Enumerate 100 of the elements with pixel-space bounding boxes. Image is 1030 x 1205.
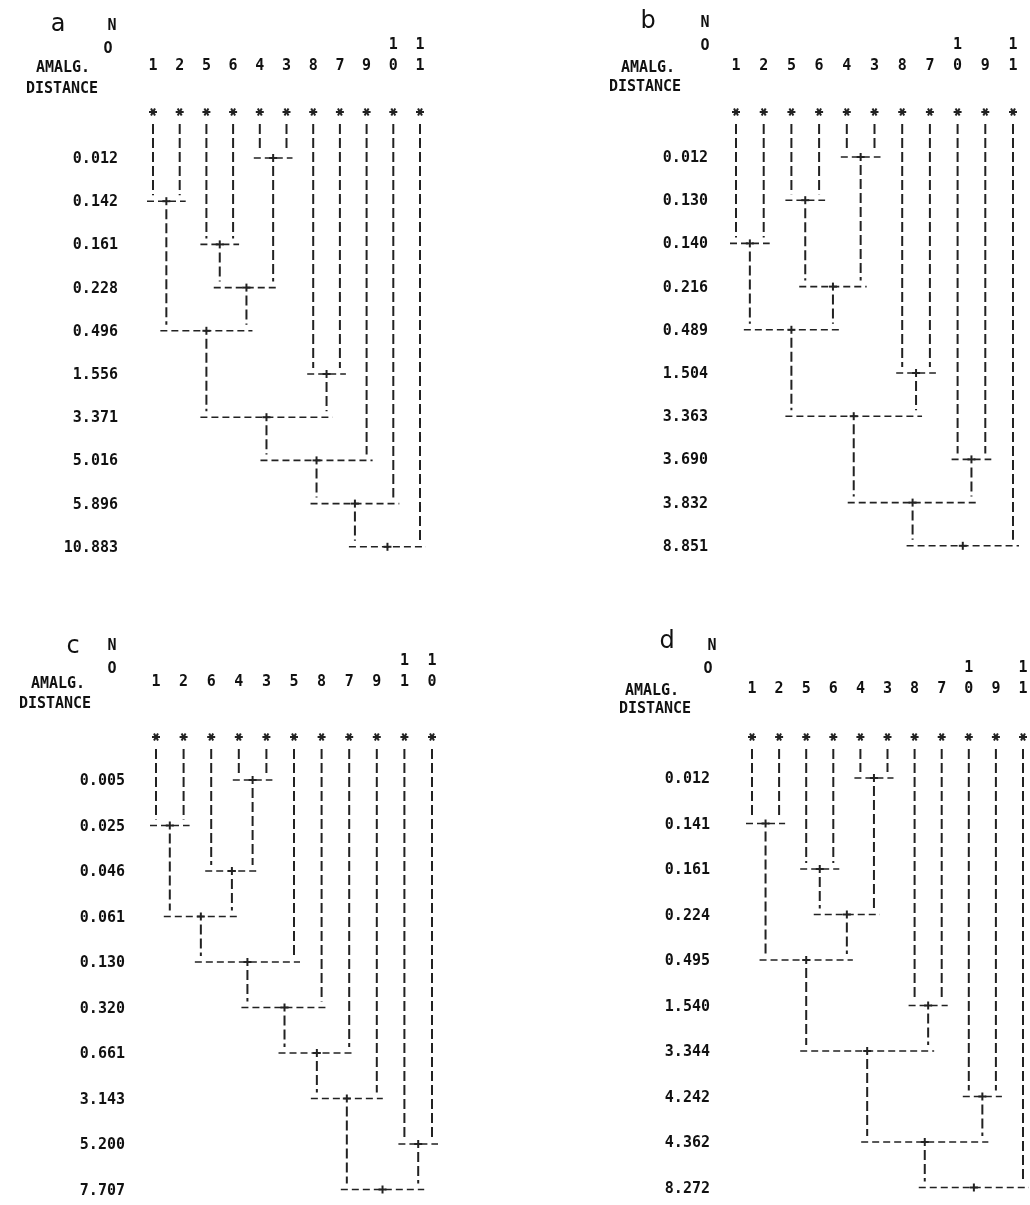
distance-value: 0.496 bbox=[72, 323, 118, 339]
distance-value: 8.272 bbox=[664, 1180, 710, 1195]
distance-value: 0.046 bbox=[79, 863, 125, 879]
distance-value: 4.242 bbox=[664, 1089, 710, 1104]
leaf-number: 11 bbox=[1017, 657, 1029, 699]
column-header: O bbox=[107, 660, 117, 676]
leaf-number: 3 bbox=[260, 671, 272, 692]
axis-title: DISTANCE bbox=[25, 80, 99, 96]
distance-value: 5.200 bbox=[79, 1136, 125, 1152]
distance-value: 0.228 bbox=[72, 280, 118, 296]
leaf-number: 4 bbox=[854, 678, 866, 699]
leaf-number: 6 bbox=[827, 678, 839, 699]
leaf-number: 9 bbox=[361, 55, 373, 76]
leaf-number: 3 bbox=[281, 55, 292, 76]
distance-value: 0.025 bbox=[79, 818, 125, 833]
distance-value: 0.061 bbox=[79, 909, 125, 924]
axis-title: DISTANCE bbox=[608, 78, 682, 94]
column-header: N bbox=[700, 14, 710, 30]
distance-value: 3.143 bbox=[79, 1091, 125, 1106]
leaf-number: 5 bbox=[288, 671, 300, 692]
leaf-number: 10 bbox=[426, 650, 438, 692]
distance-value: 0.012 bbox=[664, 770, 710, 786]
distance-value: 3.371 bbox=[72, 409, 118, 425]
distance-value: 0.161 bbox=[72, 236, 118, 252]
distance-value: 0.140 bbox=[662, 235, 708, 251]
column-header: N bbox=[707, 637, 717, 653]
leaf-number: 9 bbox=[990, 678, 1002, 699]
leaf-number: 1 bbox=[746, 678, 758, 699]
leaf-number: 2 bbox=[758, 55, 770, 76]
leaf-number: 5 bbox=[800, 678, 812, 699]
leaf-number: 4 bbox=[233, 671, 245, 692]
leaf-number: 1 bbox=[150, 671, 162, 692]
distance-value: 5.896 bbox=[72, 496, 118, 512]
leaf-number: 10 bbox=[963, 657, 975, 699]
distance-value: 0.495 bbox=[664, 952, 710, 968]
distance-value: 8.851 bbox=[662, 538, 708, 554]
distance-value: 1.540 bbox=[664, 998, 710, 1013]
column-header: N bbox=[107, 17, 117, 33]
distance-value: 0.661 bbox=[79, 1045, 125, 1061]
column-header: N bbox=[107, 637, 117, 653]
leaf-number: 8 bbox=[896, 55, 908, 76]
distance-value: 10.883 bbox=[63, 539, 118, 555]
leaf-number: 1 bbox=[147, 55, 159, 76]
distance-value: 0.224 bbox=[664, 907, 710, 922]
distance-value: 5.016 bbox=[72, 452, 118, 468]
axis-title: DISTANCE bbox=[18, 695, 92, 711]
leaf-number: 4 bbox=[841, 55, 853, 76]
distance-value: 3.690 bbox=[662, 451, 708, 467]
leaf-number: 6 bbox=[227, 55, 239, 76]
leaf-number: 8 bbox=[316, 671, 328, 692]
panel-label: c bbox=[66, 633, 80, 657]
leaf-number: 8 bbox=[307, 55, 319, 76]
leaf-number: 7 bbox=[936, 678, 948, 699]
column-header: O bbox=[700, 37, 710, 53]
column-header: O bbox=[103, 40, 113, 56]
axis-title: AMALG. bbox=[620, 59, 676, 75]
leaf-number: 2 bbox=[773, 678, 785, 699]
leaf-number: 5 bbox=[785, 55, 797, 76]
panel-label: a bbox=[50, 11, 66, 35]
axis-title: AMALG. bbox=[624, 682, 680, 698]
leaf-number: 5 bbox=[200, 55, 212, 76]
leaf-number: 9 bbox=[371, 671, 383, 692]
distance-value: 3.344 bbox=[664, 1043, 710, 1059]
distance-value: 0.012 bbox=[662, 149, 708, 165]
axis-title: AMALG. bbox=[35, 59, 91, 75]
leaf-number: 4 bbox=[254, 55, 266, 76]
leaf-number: 7 bbox=[343, 671, 355, 692]
distance-value: 0.012 bbox=[72, 150, 118, 166]
distance-value: 1.556 bbox=[72, 366, 118, 382]
leaf-number: 2 bbox=[178, 671, 190, 692]
leaf-number: 8 bbox=[909, 678, 921, 699]
axis-title: AMALG. bbox=[30, 675, 86, 691]
leaf-number: 2 bbox=[174, 55, 186, 76]
column-header: O bbox=[703, 660, 713, 676]
distance-value: 3.832 bbox=[662, 495, 708, 511]
leaf-number: 3 bbox=[869, 55, 880, 76]
distance-value: 4.362 bbox=[664, 1134, 710, 1150]
distance-value: 1.504 bbox=[662, 365, 708, 381]
leaf-number: 10 bbox=[387, 34, 399, 76]
leaf-number: 6 bbox=[813, 55, 825, 76]
leaf-number: 11 bbox=[398, 650, 410, 692]
distance-value: 7.707 bbox=[79, 1182, 125, 1197]
leaf-number: 6 bbox=[205, 671, 217, 692]
panel-label: d bbox=[659, 628, 675, 652]
distance-value: 0.320 bbox=[79, 1000, 125, 1015]
distance-value: 3.363 bbox=[662, 408, 708, 424]
panel-label: b bbox=[640, 8, 656, 32]
leaf-number: 1 bbox=[730, 55, 742, 76]
leaf-number: 7 bbox=[924, 55, 936, 76]
distance-value: 0.142 bbox=[72, 193, 118, 209]
distance-value: 0.489 bbox=[662, 322, 708, 338]
leaf-number: 10 bbox=[952, 34, 964, 76]
leaf-number: 9 bbox=[979, 55, 991, 76]
axis-title: DISTANCE bbox=[618, 700, 692, 716]
distance-value: 0.141 bbox=[664, 816, 710, 831]
distance-value: 0.216 bbox=[662, 279, 708, 295]
leaf-number: 11 bbox=[1007, 34, 1019, 76]
leaf-number: 11 bbox=[414, 34, 426, 76]
leaf-number: 3 bbox=[882, 678, 893, 699]
distance-value: 0.130 bbox=[662, 192, 708, 208]
